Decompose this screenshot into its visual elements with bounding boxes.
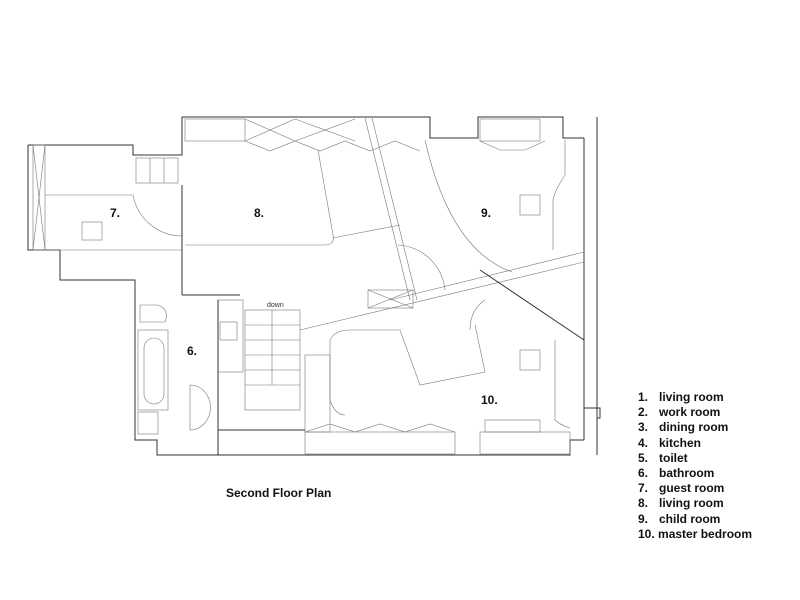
legend-label: bathroom — [659, 466, 715, 481]
legend-item: 3. dining room — [638, 420, 752, 435]
legend-num: 10. — [638, 526, 655, 541]
legend-label: kitchen — [659, 435, 702, 450]
staircase — [217, 299, 305, 455]
legend-item: 4. kitchen — [638, 436, 752, 451]
legend-label: work room — [659, 405, 721, 420]
legend-label: guest room — [659, 481, 725, 496]
legend-item: 10. master bedroom — [638, 527, 752, 542]
legend-num: 3. — [638, 420, 649, 435]
outer-walls — [27, 116, 601, 456]
room-label-8: 8. — [254, 206, 264, 220]
living-room — [182, 117, 446, 301]
legend-num: 1. — [638, 390, 649, 404]
legend-item: 2. work room — [638, 405, 752, 420]
stair-down-label: down — [267, 302, 284, 309]
legend-label: dining room — [659, 420, 729, 435]
room-label-6: 6. — [187, 344, 197, 358]
legend-num: 5. — [638, 450, 649, 465]
legend-item: 6. bathroom — [638, 466, 752, 481]
legend-label: living room — [659, 390, 724, 404]
room-label-7: 7. — [110, 206, 120, 220]
legend-num: 6. — [638, 466, 649, 481]
legend-label: living room — [659, 496, 724, 511]
child-room — [299, 118, 585, 341]
legend-item: 1. living room — [638, 390, 752, 405]
legend-label: toilet — [659, 450, 688, 465]
legend-item: 5. toilet — [638, 451, 752, 466]
legend-num: 9. — [638, 511, 649, 526]
room-label-10: 10. — [481, 393, 498, 407]
legend-label: master bedroom — [658, 526, 753, 541]
legend-num: 7. — [638, 481, 649, 496]
master-bedroom — [304, 289, 571, 455]
legend-item: 8. living room — [638, 496, 752, 511]
legend-item: 7. guest room — [638, 481, 752, 496]
plan-title: Second Floor Plan — [226, 486, 332, 500]
legend-num: 4. — [638, 435, 649, 450]
legend-num: 2. — [638, 405, 649, 420]
room-legend: 1.living room 2.work room 3.dining room … — [638, 390, 752, 542]
legend-num: 8. — [638, 496, 649, 511]
guest-room — [32, 144, 183, 295]
room-label-9: 9. — [481, 206, 491, 220]
legend-label: child room — [659, 511, 721, 526]
bathroom — [137, 304, 211, 435]
legend-item: 9. child room — [638, 512, 752, 527]
